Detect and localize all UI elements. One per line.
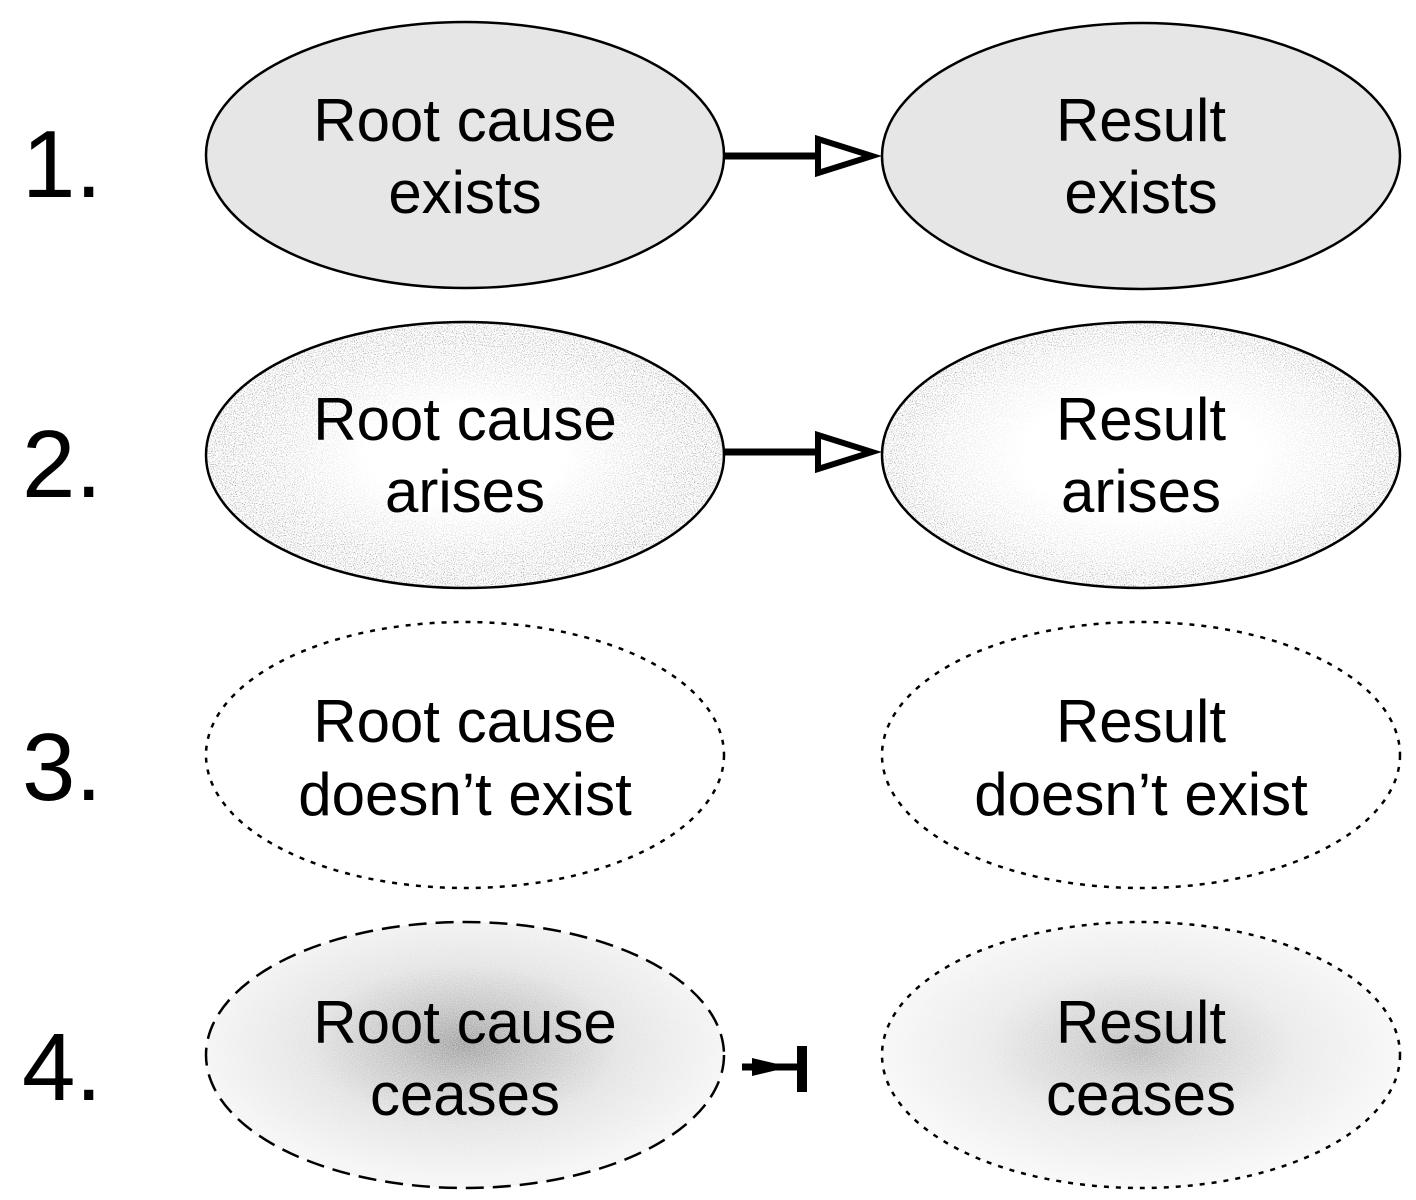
result-ceases-node: Result ceases [880,920,1402,1190]
root-cause-doesnt-exist-ellipse [204,620,726,890]
root-cause-arises-label-1: Root cause [313,386,617,453]
causal-arrow-2 [724,430,882,474]
result-arises-label-1: Result [1056,386,1226,453]
result-ceases-label-2: ceases [1046,1061,1236,1128]
root-cause-ceases-label-2: ceases [370,1061,560,1128]
result-exists-label-2: exists [1064,159,1217,226]
result-ceases-label-1: Result [1056,989,1226,1056]
result-exists-ellipse [880,21,1402,291]
root-cause-arises-node: Root cause arises [204,320,726,590]
row-3: 3. Root cause doesn’t exist Result doesn… [22,620,1402,890]
root-cause-doesnt-exist-node: Root cause doesn’t exist [204,620,726,890]
root-cause-ceases-node: Root cause ceases [204,920,726,1190]
root-cause-exists-node: Root cause exists [204,20,726,290]
root-cause-doesnt-exist-label-1: Root cause [313,688,617,755]
result-doesnt-exist-label-2: doesn’t exist [974,761,1308,828]
root-cause-ceases-ellipse [206,922,724,1188]
result-ceases-ellipse [882,922,1400,1188]
result-arises-node: Result arises [880,320,1402,590]
root-cause-exists-label-1: Root cause [313,87,617,154]
blocked-arrow-4 [742,1046,807,1092]
result-arises-ellipse [882,322,1400,588]
row-4: 4. Root cause ceases Result ceases [22,920,1402,1190]
root-cause-ceases-label-1: Root cause [313,989,617,1056]
row-1: 1. Root cause exists Result exists [22,20,1402,291]
root-cause-doesnt-exist-label-2: doesn’t exist [298,761,632,828]
row-number-3: 3. [22,714,102,821]
root-cause-exists-ellipse [204,20,726,290]
result-exists-node: Result exists [880,21,1402,291]
result-doesnt-exist-node: Result doesn’t exist [880,620,1402,890]
result-exists-label-1: Result [1056,87,1226,154]
result-doesnt-exist-label-1: Result [1056,688,1226,755]
row-number-4: 4. [22,1014,102,1121]
root-cause-arises-label-2: arises [385,458,545,525]
row-number-1: 1. [22,111,102,218]
result-arises-label-2: arises [1061,458,1221,525]
row-2: 2. Root cause arises Result arises [22,320,1402,590]
row-number-2: 2. [22,411,102,518]
root-cause-exists-label-2: exists [388,159,541,226]
result-doesnt-exist-ellipse [880,620,1402,890]
causal-arrow-1 [724,134,882,178]
root-cause-arises-ellipse [206,322,724,588]
